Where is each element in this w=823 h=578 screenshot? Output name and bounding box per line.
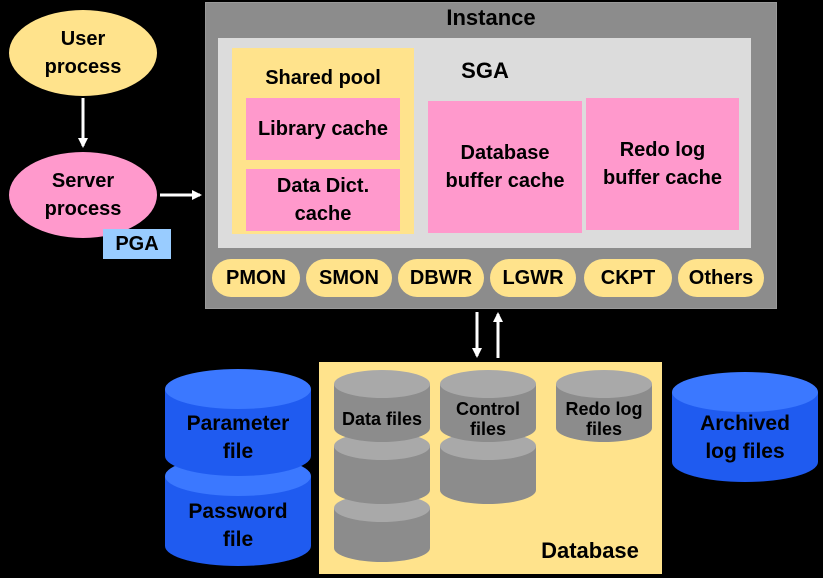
database-buffer-cache: Database buffer cache [428,101,582,233]
process-lgwr: LGWR [490,259,576,297]
control-files-label: Control files [456,399,520,439]
redo-log-buffer-cache: Redo log buffer cache [586,98,739,230]
password-file-label: Password file [188,500,288,551]
database-title: Database [541,538,639,563]
data-files-label: Data files [341,409,423,429]
archived-log-files-label: Archived log files [700,412,790,463]
server-process: Server process [9,152,157,238]
archived-log-files-cylinder [672,372,818,482]
parameter-file-cylinder [165,369,311,476]
instance-title: Instance [446,5,536,30]
process-pmon: PMON [212,259,300,297]
redo-log-files-cylinder [556,370,652,442]
library-cache: Library cache [246,98,400,160]
process-ckpt: CKPT [584,259,672,297]
parameter-file-label: Parameter file [186,412,290,463]
redo-log-files-label: Redo log files [565,399,643,439]
data-dict-cache: Data Dict. cache [246,169,400,231]
user-process: User process [9,10,157,96]
process-smon: SMON [306,259,392,297]
data-files-cylinder [334,370,430,562]
sga-title: SGA [461,58,509,83]
shared-pool-title: Shared pool [265,66,381,89]
process-dbwr: DBWR [398,259,484,297]
control-files-cylinder [440,370,536,504]
process-others: Others [678,259,764,297]
pga-box: PGA [103,229,171,259]
